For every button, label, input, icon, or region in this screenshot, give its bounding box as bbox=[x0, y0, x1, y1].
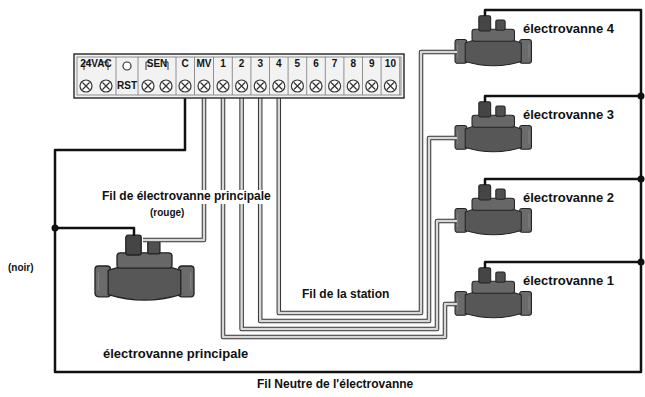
terminal-strip bbox=[74, 54, 404, 98]
terminal-screw bbox=[254, 80, 266, 92]
wire-label: Fil de la station bbox=[302, 288, 389, 302]
wire-junction bbox=[52, 93, 645, 266]
terminal-label: SEN bbox=[147, 58, 168, 70]
wire-color: (noir) bbox=[8, 262, 34, 274]
terminal-screw bbox=[179, 80, 191, 92]
terminal-screw bbox=[236, 80, 248, 92]
terminal-label: MV bbox=[197, 58, 212, 70]
terminal-number: 2 bbox=[239, 58, 245, 70]
terminal-screw bbox=[80, 80, 92, 92]
terminal-screw bbox=[366, 80, 378, 92]
terminal-label: 24VAC bbox=[80, 58, 112, 70]
terminal-label: RST bbox=[117, 80, 137, 92]
terminal-screw bbox=[100, 80, 112, 92]
wire-color: (rouge) bbox=[150, 207, 184, 219]
common-wire bbox=[55, 10, 641, 372]
cell-divider bbox=[343, 57, 344, 95]
wire-label: Fil de électrovanne principale bbox=[100, 190, 273, 204]
terminal-number: 9 bbox=[369, 58, 375, 70]
cell-divider bbox=[116, 57, 117, 95]
terminal-number: 3 bbox=[257, 58, 263, 70]
cell-divider bbox=[176, 57, 177, 95]
terminal-screw bbox=[310, 80, 322, 92]
terminal-number: 6 bbox=[313, 58, 319, 70]
cell-divider bbox=[138, 57, 139, 95]
cell-divider bbox=[362, 57, 363, 95]
terminal-number: 1 bbox=[220, 58, 226, 70]
cell-divider bbox=[269, 57, 270, 95]
valve-label: électrovanne 3 bbox=[523, 108, 614, 123]
terminal-number: 4 bbox=[276, 58, 282, 70]
cell-divider bbox=[306, 57, 307, 95]
valve-3 bbox=[455, 102, 532, 152]
valve-label: électrovanne principale bbox=[103, 347, 248, 362]
cell-divider bbox=[250, 57, 251, 95]
terminal-screw bbox=[142, 80, 154, 92]
terminal-screw bbox=[198, 80, 210, 92]
terminal-screw bbox=[273, 80, 285, 92]
terminal-screw bbox=[160, 80, 172, 92]
terminal-screw bbox=[329, 80, 341, 92]
terminal-number: 8 bbox=[350, 58, 356, 70]
valve-2 bbox=[455, 185, 532, 235]
valve-4 bbox=[455, 16, 532, 66]
cell-divider bbox=[213, 57, 214, 95]
terminal-number: 5 bbox=[295, 58, 301, 70]
terminal-screw bbox=[384, 80, 396, 92]
cell-divider bbox=[194, 57, 195, 95]
terminal-screw bbox=[347, 80, 359, 92]
cell-divider bbox=[288, 57, 289, 95]
valve-1 bbox=[455, 268, 532, 318]
valve-label: électrovanne 1 bbox=[523, 274, 614, 289]
cell-divider bbox=[381, 57, 382, 95]
terminal-screw bbox=[217, 80, 229, 92]
cell-divider bbox=[232, 57, 233, 95]
terminal-number: 7 bbox=[332, 58, 338, 70]
cell-divider bbox=[325, 57, 326, 95]
master-valve bbox=[95, 235, 194, 300]
terminal-screw bbox=[291, 80, 303, 92]
wire-label: Fil Neutre de l'électrovanne bbox=[255, 378, 415, 392]
cell-divider bbox=[399, 57, 400, 95]
valve-label: électrovanne 4 bbox=[523, 22, 614, 37]
terminal-label: C bbox=[181, 58, 188, 70]
valve-label: électrovanne 2 bbox=[523, 191, 614, 206]
terminal-number: 10 bbox=[385, 58, 396, 70]
